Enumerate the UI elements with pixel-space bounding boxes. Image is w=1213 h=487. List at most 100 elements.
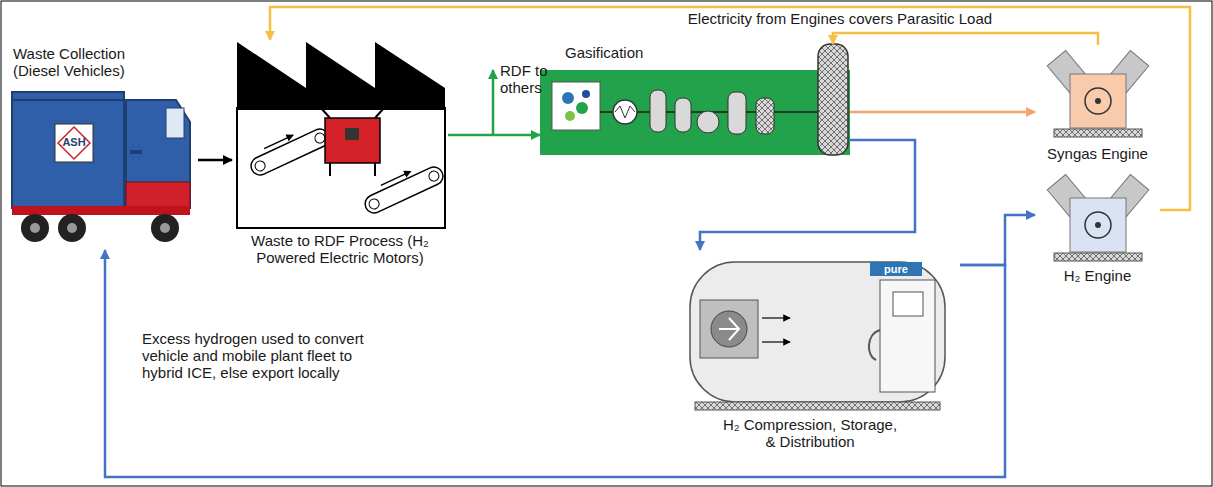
hydrogen-tank-illustration-part: [762, 341, 790, 343]
h2-engine-illustration: [1047, 174, 1149, 261]
truck-illustration-part: [12, 92, 124, 208]
hydrogen-tank-illustration-part: [880, 280, 935, 392]
truck-illustration-part: [67, 223, 77, 233]
truck-illustration-part: [12, 206, 190, 215]
h2-engine-illustration-part: [1054, 253, 1142, 261]
node-text: Gasification: [565, 44, 695, 61]
factory-illustration-part-part: [362, 164, 446, 216]
syngas-engine-illustration: [1047, 50, 1149, 137]
syngas-engine-illustration-part: [1095, 98, 1101, 104]
hydrogen-tank-illustration-part: [711, 311, 747, 347]
syngas-engine-node: Syngas Engine: [1035, 45, 1160, 165]
factory-illustration-part: [246, 122, 332, 178]
hydrogen-tank-illustration-part: [762, 317, 790, 319]
branch-label: RDF to others: [500, 62, 562, 96]
truck-illustration-part: [126, 182, 190, 208]
h2-engine-node: H₂ Engine: [1035, 172, 1160, 287]
factory-illustration-part-part: [248, 126, 332, 178]
syngas-engine-illustration-part: [1054, 129, 1142, 137]
truck-illustration-part: [130, 150, 142, 154]
hydrogen-tank-illustration-part: [893, 292, 923, 316]
flow-connector: [833, 33, 1098, 45]
factory-illustration-part: [360, 160, 446, 216]
truck-illustration-part: [58, 214, 86, 242]
gasifier-illustration-part: [565, 111, 575, 121]
syngas-engine-illustration-part: [1070, 74, 1126, 128]
hydrogen-tank-illustration-part: [695, 402, 940, 410]
factory-illustration-part: [345, 128, 359, 140]
truck-illustration: [12, 92, 190, 242]
node-text: Waste Collection (Diesel Vehicles): [13, 45, 148, 79]
factory-illustration-part: [325, 118, 380, 163]
flow-connector: [700, 140, 915, 250]
syngas-engine-illustration-part: [1085, 88, 1111, 114]
flow-connector: [270, 7, 1190, 210]
truck-illustration-part: [166, 108, 184, 138]
factory-illustration-part-part: [381, 171, 411, 185]
hydrogen-storage-node: H₂ Compression, Storage, & Distribution: [660, 250, 960, 472]
node-text: Syngas Engine: [1035, 145, 1160, 162]
note-label: Electricity from Engines covers Parasiti…: [640, 10, 1040, 27]
factory-illustration-part: [312, 98, 330, 118]
flow-connector: [448, 134, 540, 137]
factory-illustration-part: [237, 42, 445, 110]
h2-engine-illustration-part: [1095, 222, 1101, 228]
flow-connector: [850, 111, 1035, 114]
factory-illustration-part-part: [427, 169, 440, 182]
gasifier-illustration-part: [615, 106, 635, 118]
gasifier-illustration-part: [552, 82, 600, 130]
hydrogen-tank-illustration-part: [869, 330, 880, 360]
gasification-node: Gasification: [540, 44, 850, 158]
truck-illustration-part: [160, 223, 170, 233]
truck-illustration-part: [126, 100, 190, 208]
factory-illustration-part-part: [253, 159, 266, 172]
hydrogen-tank-illustration: [690, 262, 945, 410]
factory-illustration-part-part: [367, 197, 380, 210]
factory-illustration-part: [374, 163, 376, 176]
factory-node: Waste to RDF Process (H₂ Powered Electri…: [232, 40, 448, 280]
rdf-branch-arrow: [493, 70, 494, 135]
gasifier-illustration-part: [728, 92, 746, 134]
truck-illustration-part: [55, 124, 93, 162]
gasifier-illustration: [540, 44, 850, 155]
gasifier-illustration-part: [582, 90, 590, 98]
gasifier-illustration-part: [562, 92, 574, 104]
factory-illustration-part: [375, 98, 393, 118]
factory-illustration-part: [329, 163, 331, 176]
truck-illustration-part: [151, 214, 179, 242]
truck-node: Waste Collection (Diesel Vehicles): [8, 45, 198, 250]
factory-illustration: [237, 42, 446, 228]
logo-text: ASH: [55, 136, 93, 149]
truck-illustration-part: [12, 99, 124, 101]
factory-illustration-part-part: [264, 135, 293, 149]
hydrogen-tank-illustration-part: [700, 300, 758, 358]
gasifier-illustration-part: [756, 98, 774, 134]
truck-illustration-part: [30, 223, 40, 233]
gasifier-illustration-part: [697, 111, 719, 133]
gasifier-illustration-part: [650, 90, 666, 132]
gasifier-illustration-part: [540, 70, 850, 155]
node-text: Waste to RDF Process (H₂ Powered Electri…: [228, 232, 452, 266]
flow-connector: [198, 159, 232, 162]
gasifier-illustration-part: [576, 102, 588, 114]
note-label: Excess hydrogen used to convert vehicle …: [142, 330, 392, 381]
node-text: H₂ Compression, Storage, & Distribution: [720, 416, 900, 450]
factory-illustration-part: [237, 108, 445, 228]
hydrogen-tank-illustration-part: [690, 262, 945, 402]
gasifier-illustration-part: [613, 100, 637, 124]
hydrogen-tank-illustration-part: [719, 318, 739, 340]
logo-text: pure: [870, 262, 922, 276]
flow-connector: [960, 215, 1035, 265]
rdf-branch-arrow-part: [492, 70, 495, 135]
flow-connector: [105, 250, 1005, 477]
truck-illustration-part: [21, 214, 49, 242]
h2-engine-illustration-part: [1085, 212, 1111, 238]
h2-engine-illustration-part: [1070, 198, 1126, 252]
gasifier-illustration-part: [675, 98, 691, 132]
node-text: H₂ Engine: [1035, 267, 1160, 284]
gasifier-illustration-part: [818, 44, 848, 155]
